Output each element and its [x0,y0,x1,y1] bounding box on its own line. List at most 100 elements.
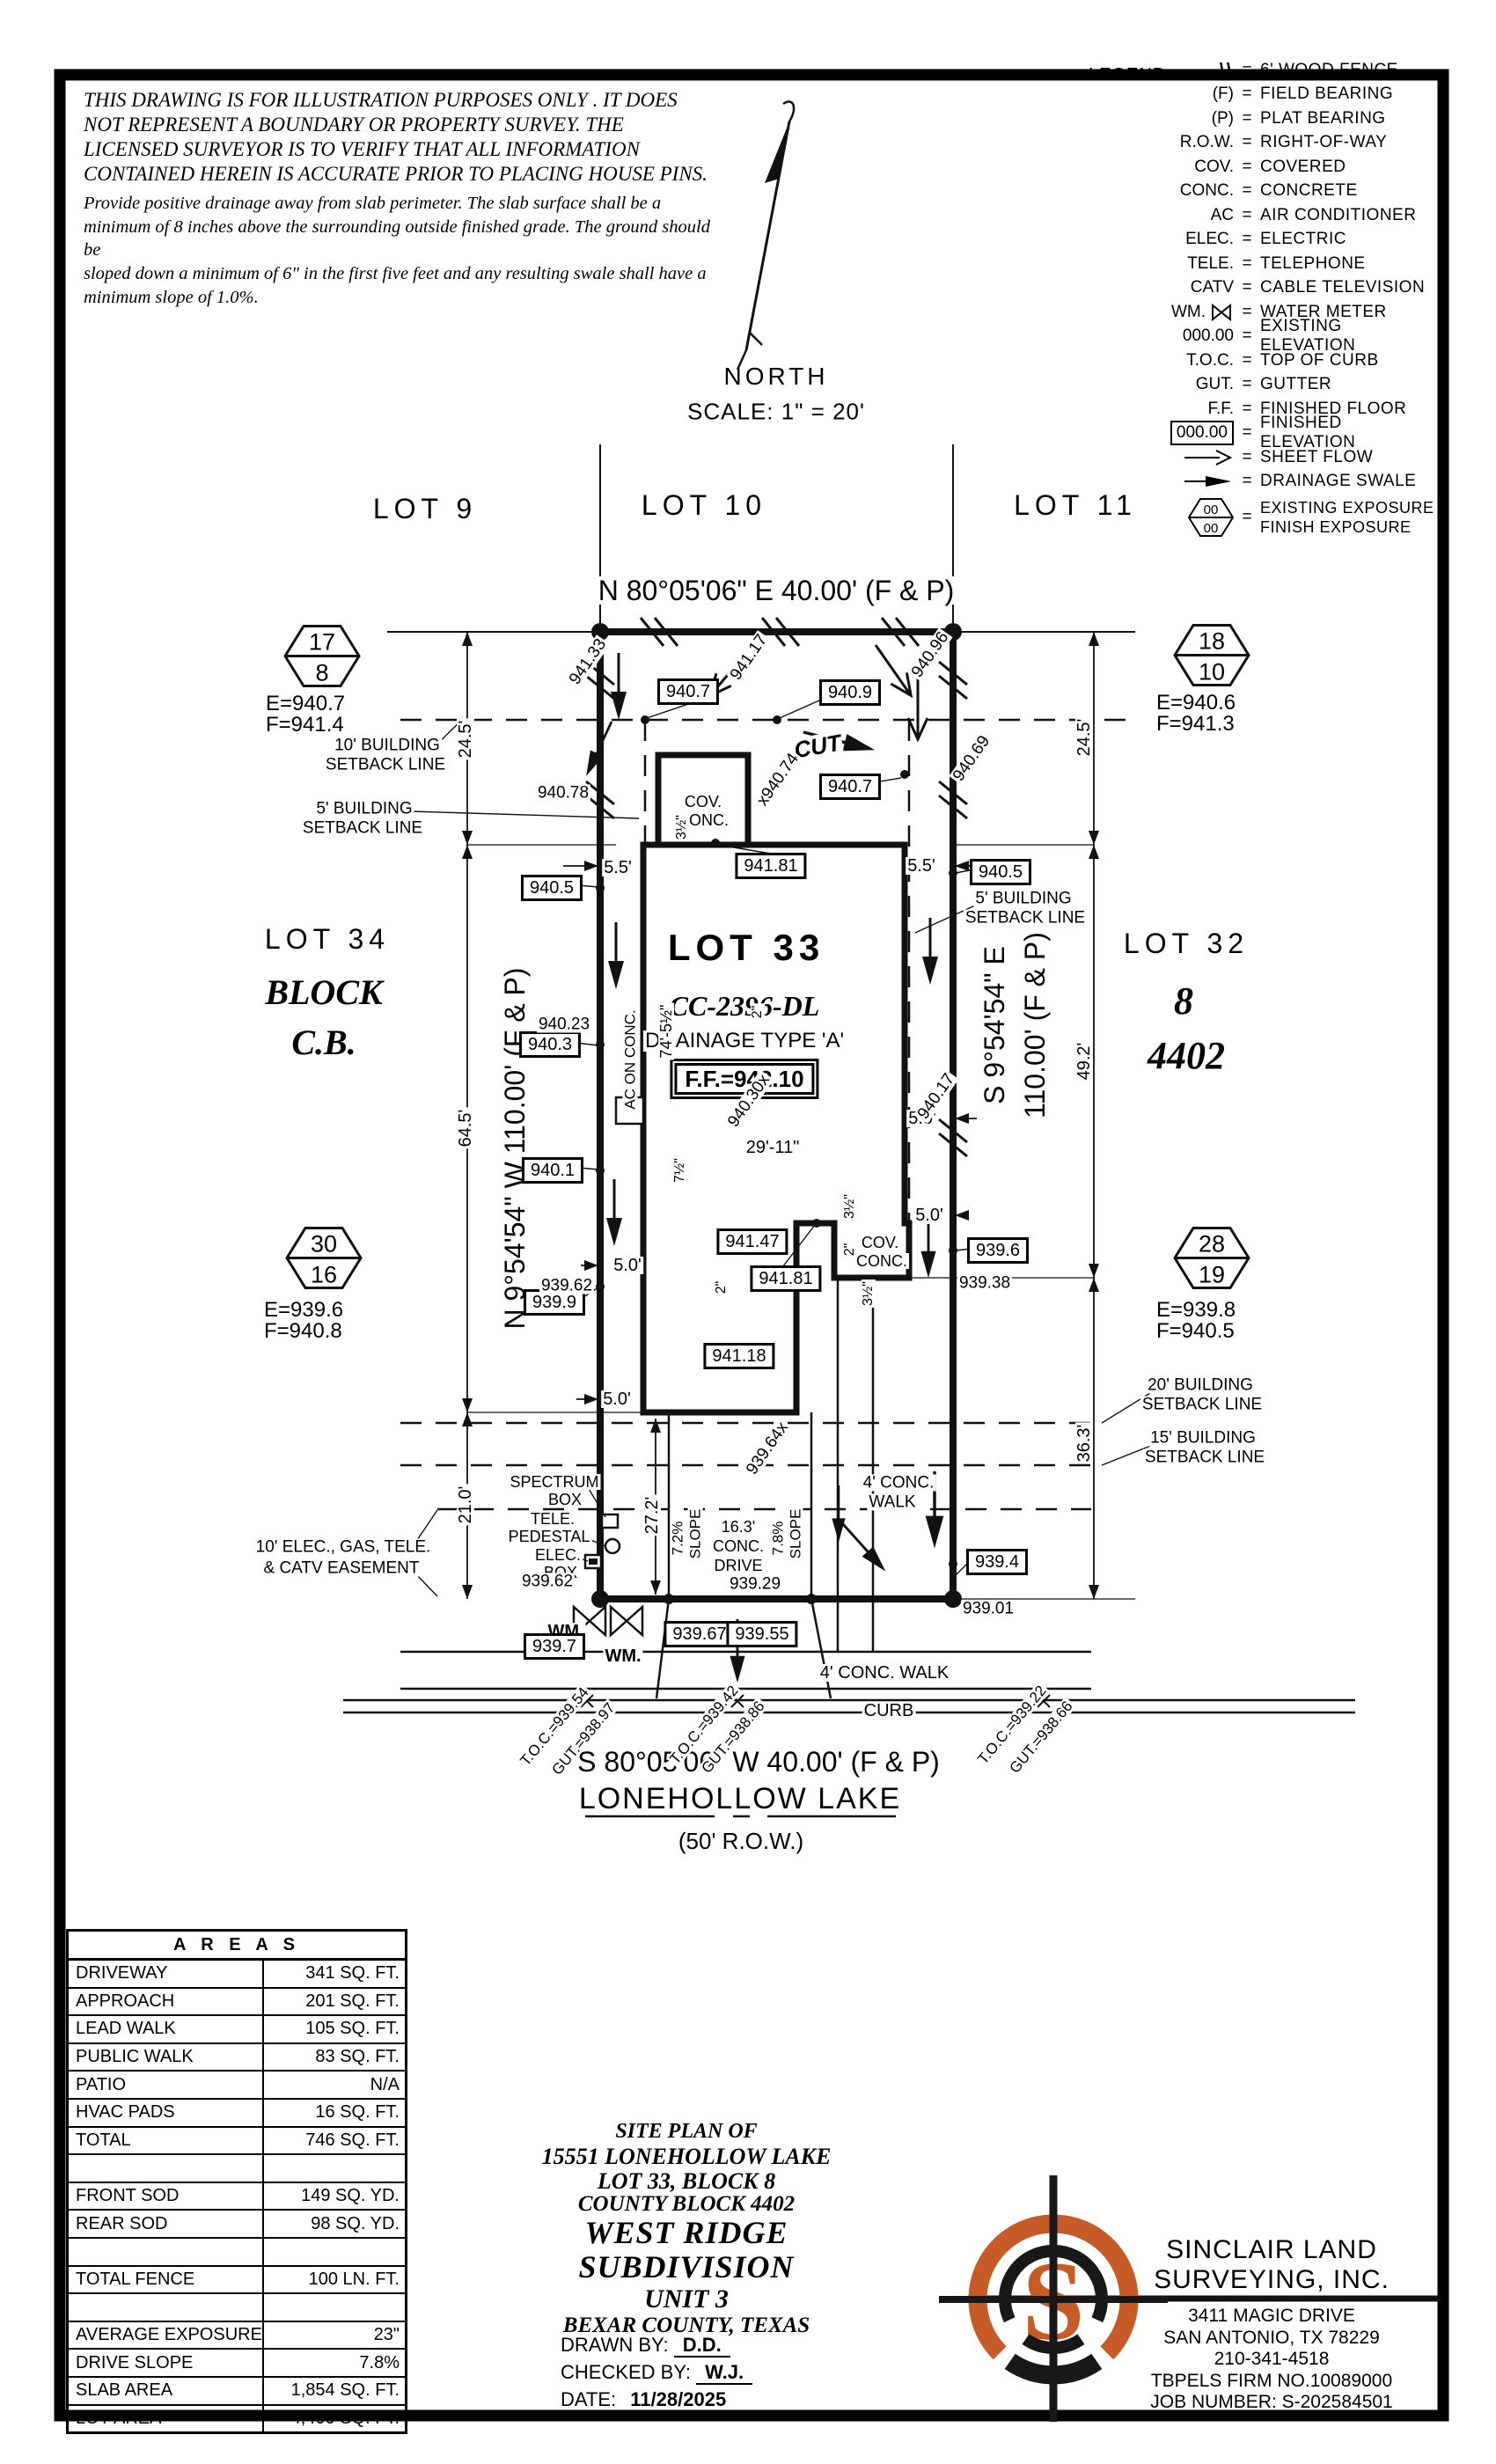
legend-row: CATV=CABLE TELEVISION [1190,278,1426,297]
plan-label: E=939.8 [1155,1298,1238,1322]
plan-label: 5' BUILDING [973,889,1074,908]
areas-table-row: TOTAL FENCE 100 LN. FT. [69,2266,405,2295]
plan-label: 5.5' [602,858,634,877]
areas-row-label: PUBLIC WALK [69,2043,264,2071]
svg-text:00: 00 [1204,521,1219,536]
north-label: NORTH [723,363,829,390]
drainage-note-line: Provide positive drainage away from slab… [84,194,662,214]
legend-title: LEGEND: [1089,65,1172,84]
areas-row-label: HVAC PADS [69,2099,264,2126]
plan-label: TELE. [528,1510,577,1528]
plan-label: 7½" [672,1156,687,1184]
title-line: COUNTY BLOCK 4402 [577,2192,796,2216]
drive-and-walks [343,1278,1355,1818]
plan-label: 939.6 [966,1237,1030,1264]
areas-row-value: 7.8% [359,2352,400,2372]
plan-label: WALK [867,1492,918,1512]
plan-label: 5.0' [601,1390,633,1409]
svg-text:18: 18 [1199,628,1225,655]
areas-row-label: TOTAL FENCE [69,2266,264,2293]
drawn-by-value: D.D. [673,2334,730,2358]
plan-label: SLOPE [787,1507,804,1561]
plan-label: LOT 11 [1012,489,1139,521]
plan-label: SETBACK LINE [963,908,1088,928]
areas-row-label: LOT AREA [69,2405,264,2432]
company-name: SINCLAIR LAND SURVEYING, INC. [1154,2235,1390,2294]
plan-label: 74'-5½" [657,1002,675,1060]
water-meter-icon [609,1604,644,1638]
plan-label: 10' BUILDING [333,736,442,755]
plan-label: 939.62 [539,1276,595,1295]
plan-label: 4' CONC. WALK [818,1663,951,1683]
plan-label: 20' BUILDING [1146,1375,1255,1395]
plan-label: COV. [682,793,724,810]
signature-block: DRAWN BY: D.D. CHECKED BY: W.J. DATE: 11… [561,2334,753,2416]
plan-label: 940.9 [818,679,882,706]
legend-row: CONC.=CONCRETE [1179,181,1358,201]
legend-row: =SHEET FLOW [1109,445,1436,470]
plan-label: 941.81 [735,853,807,879]
plan-label: F=941.4 [264,713,346,737]
drawn-by-label: DRAWN BY: [561,2334,669,2356]
plan-label: 49.2' [1074,1040,1094,1082]
areas-row-label: DRIVE SLOPE [69,2350,264,2376]
areas-table-row [69,2238,405,2267]
plan-label: 5.0' [913,1206,945,1225]
sinclair-logo-icon: S [939,2175,1168,2422]
areas-row-label: PATIO [69,2072,264,2098]
legend-row: (P)=PLAT BEARING [1211,108,1386,128]
plan-label: (50' R.O.W.) [676,1828,806,1854]
plan-label: 7.8% [769,1519,787,1558]
legend-row: F.F.=FINISHED FLOOR [1207,399,1407,418]
legend-row: WM.=WATER METER [1170,302,1387,321]
areas-row-label [69,2155,264,2182]
areas-table-row: DRIVE SLOPE 7.8% [69,2350,405,2378]
plan-label: CURB [862,1701,916,1720]
legend-row: 000.00=FINISHED ELEVATION [1109,414,1436,451]
legend-row: TELE.=TELEPHONE [1187,253,1366,273]
unit-line: UNIT 3 [644,2284,729,2314]
legend: \\=6' WOOD FENCE(F)=FIELD BEARING(P)=PLA… [1109,58,1436,541]
plan-label: 36.3' [1074,1422,1094,1464]
svg-text:10: 10 [1199,659,1225,686]
svg-text:28: 28 [1199,1231,1225,1258]
plan-label: 4402 [1146,1034,1227,1077]
areas-row-value: 100 LN. FT. [308,2269,400,2289]
areas-row-value: 746 SQ. FT. [305,2130,400,2150]
company-info: 3411 MAGIC DRIVE SAN ANTONIO, TX 78229 2… [1133,2306,1411,2414]
svg-text:17: 17 [309,629,335,656]
legend-row: \\=6' WOOD FENCE [1219,58,1398,81]
legend-row: =DRAINAGE SWALE [1109,470,1436,495]
plan-label: 7.2% [669,1519,686,1558]
svg-text:16: 16 [311,1262,337,1288]
svg-text:00: 00 [1204,502,1219,517]
plan-label: SETBACK LINE [1140,1395,1265,1414]
areas-row-value: N/A [370,2074,400,2094]
areas-table-header: A R E A S [69,1932,405,1961]
disclaimer-note: THIS DRAWING IS FOR ILLUSTRATION PURPOSE… [84,88,717,309]
plan-label: SPECTRUM [508,1473,601,1491]
plan-label: & CATV EASEMENT [261,1558,422,1578]
plan-label: S 9°54'54" E [979,944,1010,1106]
date-value: 11/28/2025 [621,2388,736,2412]
plan-label: 3½" [861,1280,876,1308]
plan-label: 939.29 [727,1574,783,1594]
areas-row-label: DRIVEWAY [69,1961,264,1987]
areas-row-value: 98 SQ. YD. [311,2213,400,2233]
plan-label: CONC. [711,1537,766,1555]
plan-label: 27.2' [642,1494,662,1536]
plan-label: 940.1 [521,1157,584,1184]
plan-label: 939.55 [726,1621,798,1647]
plan-label: LOT 10 [639,489,769,521]
plan-label: 64.5' [456,1107,475,1149]
